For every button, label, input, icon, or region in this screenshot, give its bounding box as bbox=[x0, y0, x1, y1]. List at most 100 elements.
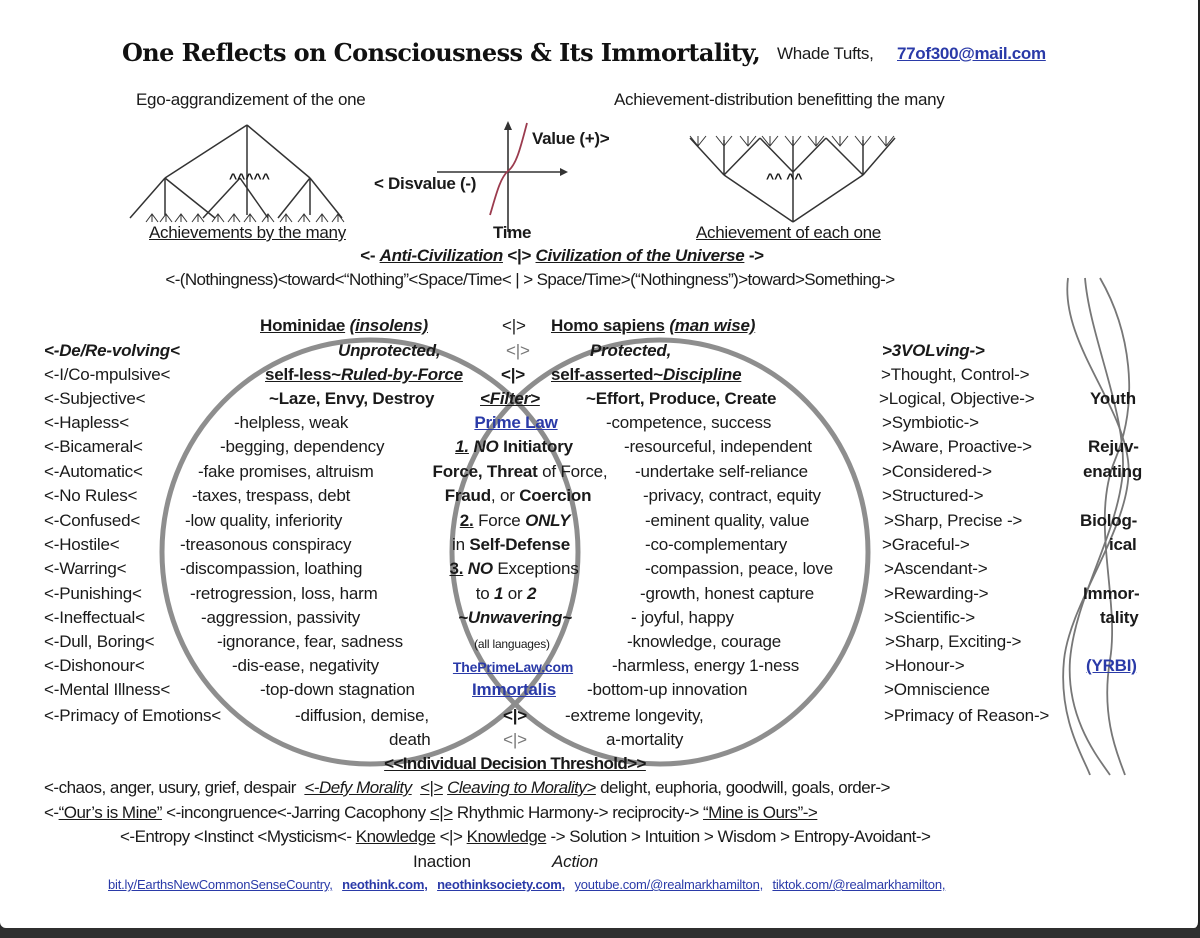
initiatory: Initiatory bbox=[498, 437, 573, 456]
email-link[interactable]: 77of300@mail.com bbox=[897, 44, 1046, 63]
left-trait: <-Ineffectual< bbox=[44, 608, 145, 627]
homo-sapiens-item: -extreme longevity, bbox=[565, 706, 704, 725]
self-asserted-label: self-asserted~Discipline bbox=[551, 365, 742, 385]
graph-value-label: Value (+)> bbox=[532, 129, 610, 148]
divider-7: <|> bbox=[429, 803, 453, 822]
two: 2 bbox=[527, 584, 537, 603]
prime-law-1: 1. NO Initiatory bbox=[455, 437, 573, 457]
entropy-right: -> Solution > Intuition > Wisdom > Entro… bbox=[550, 827, 932, 846]
hominidae-item: -retrogression, loss, harm bbox=[190, 584, 378, 603]
footer-link-bitly[interactable]: bit.ly/EarthsNewCommonSenseCountry, bbox=[108, 877, 333, 892]
only: ONLY bbox=[525, 511, 571, 530]
right-trait: >Aware, Proactive-> bbox=[882, 437, 1032, 456]
unprotected-label: Unprotected, bbox=[338, 341, 441, 360]
hominidae-item: -taxes, trespass, debt bbox=[192, 486, 351, 505]
num-1: 1. bbox=[455, 437, 469, 456]
left-trait: <-Hapless< bbox=[44, 413, 129, 432]
defy-morality: <-Defy Morality bbox=[304, 778, 412, 797]
harmony-line: <-“Our’s is Mine” <-incongruence<-Jarrin… bbox=[44, 803, 818, 823]
laze-envy-destroy: ~Laze, Envy, Destroy bbox=[269, 389, 435, 408]
exceptions: Exceptions bbox=[492, 559, 579, 578]
yrbi-link[interactable]: (YRBI) bbox=[1086, 656, 1137, 675]
primelaw-site-link[interactable]: ThePrimeLaw.com bbox=[452, 659, 574, 675]
ruled-by-force-text: Ruled-by-Force bbox=[340, 365, 463, 384]
to: to bbox=[475, 584, 495, 603]
left-trait: <-Dull, Boring< bbox=[44, 632, 155, 651]
left-trait: <-Warring< bbox=[44, 559, 127, 578]
filter-label: <Filter> bbox=[480, 389, 540, 408]
bottom-frame-bar bbox=[0, 928, 1200, 938]
right-trait: >Structured-> bbox=[882, 486, 984, 505]
divider-6: <|> bbox=[420, 778, 443, 797]
prime-law-3: Fraud, or Coercion bbox=[445, 486, 592, 506]
action-label: Action bbox=[552, 852, 599, 871]
right-caption: Achievement-distribution benefitting the… bbox=[614, 90, 945, 109]
self-asserted-text: self-asserted~ bbox=[551, 365, 664, 384]
entropy-line: <-Entropy <Instinct <Mysticism<- Knowled… bbox=[120, 827, 931, 847]
homo-sapiens-item: -growth, honest capture bbox=[640, 584, 814, 603]
decision-threshold: <<Individual Decision Threshold>> bbox=[384, 754, 646, 774]
prime-law-5: in Self-Defense bbox=[452, 535, 570, 555]
self-less-text: self-less~ bbox=[265, 365, 341, 384]
homo-sapiens-item: a-mortality bbox=[606, 730, 684, 749]
homo-sapiens-item: -eminent quality, value bbox=[645, 511, 810, 530]
footer-link-neothink[interactable]: neothink.com, bbox=[342, 877, 428, 892]
hominidae-item: -begging, dependency bbox=[220, 437, 385, 456]
discipline-text: Discipline bbox=[663, 365, 742, 384]
num-3: 3. bbox=[449, 559, 464, 578]
space-time-spectrum: <-(Nothingness)<toward<“Nothing”<Space/T… bbox=[165, 270, 895, 289]
fraud: Fraud bbox=[444, 486, 491, 505]
cleaving-morality: Cleaving to Morality> bbox=[447, 778, 596, 797]
footer-link-neothinksociety[interactable]: neothinksociety.com, bbox=[437, 877, 566, 892]
divider-3: <|> bbox=[501, 365, 526, 384]
ours-is-mine: “Our’s is Mine” bbox=[58, 803, 163, 822]
page-title: One Reflects on Consciousness & Its Immo… bbox=[122, 38, 761, 67]
prime-law-7: to 1 or 2 bbox=[476, 584, 537, 604]
knowledge-left: Knowledge bbox=[355, 827, 436, 846]
homo-sapiens-item: -resourceful, independent bbox=[624, 437, 812, 456]
self-defense: Self-Defense bbox=[469, 535, 570, 554]
self-less-label: self-less~Ruled-by-Force bbox=[265, 365, 463, 385]
hominidae-item: -helpless, weak bbox=[234, 413, 349, 432]
rejuv-label-2: enating bbox=[1083, 462, 1143, 481]
divider-2: <|> bbox=[506, 341, 530, 360]
immortalis-link[interactable]: Immortalis bbox=[472, 680, 556, 699]
homo-sapiens-item: -harmless, energy 1-ness bbox=[612, 656, 799, 675]
left-trait: <-Bicameral< bbox=[44, 437, 143, 456]
left-trait: <-Punishing< bbox=[44, 584, 142, 603]
youth-label: Youth bbox=[1090, 389, 1136, 408]
left-trait: <-No Rules< bbox=[44, 486, 138, 505]
right-trait: >Logical, Objective-> bbox=[879, 389, 1035, 408]
prime-law-4: 2. Force ONLY bbox=[460, 511, 571, 531]
prime-law-6: 3. NO Exceptions bbox=[449, 559, 578, 579]
hominidae-item: death bbox=[389, 730, 431, 749]
homo-sapiens-item: -privacy, contract, equity bbox=[643, 486, 821, 505]
arrow-right: -> bbox=[744, 246, 764, 265]
civilization-line: <- Anti-Civilization <|> Civilization of… bbox=[360, 246, 764, 266]
hominidae-item: -ignorance, fear, sadness bbox=[217, 632, 403, 651]
morality-line: <-chaos, anger, usury, grief, despair <-… bbox=[44, 778, 890, 798]
arrow-left: <- bbox=[360, 246, 380, 265]
bio-label-2: ical bbox=[1109, 535, 1137, 554]
no-1: NO bbox=[473, 437, 499, 456]
hominidae-item: -diffusion, demise, bbox=[295, 706, 429, 725]
ego-pyramid-icon bbox=[129, 124, 345, 223]
prime-law-link[interactable]: Prime Law bbox=[474, 413, 558, 432]
or: , or bbox=[490, 486, 520, 505]
graph-time-label: Time bbox=[493, 223, 532, 242]
homo-sapiens-item: -compassion, peace, love bbox=[645, 559, 833, 578]
heading-divider: <|> bbox=[502, 316, 526, 335]
insolens-label: (insolens) bbox=[349, 316, 428, 335]
dna-helix-icon bbox=[1062, 277, 1130, 776]
right-trait: >Honour-> bbox=[885, 656, 965, 675]
venn-circles bbox=[159, 337, 871, 767]
footer-link-youtube[interactable]: youtube.com/@realmarkhamilton, bbox=[574, 877, 764, 892]
coercion: Coercion bbox=[519, 486, 592, 505]
footer-link-tiktok[interactable]: tiktok.com/@realmarkhamilton, bbox=[772, 877, 946, 892]
entropy-left: <-Entropy <Instinct <Mysticism<- bbox=[120, 827, 352, 846]
left-trait: <-Hostile< bbox=[44, 535, 120, 554]
arrow: <- bbox=[44, 803, 59, 822]
footer-links: bit.ly/EarthsNewCommonSenseCountry, neot… bbox=[108, 877, 951, 892]
